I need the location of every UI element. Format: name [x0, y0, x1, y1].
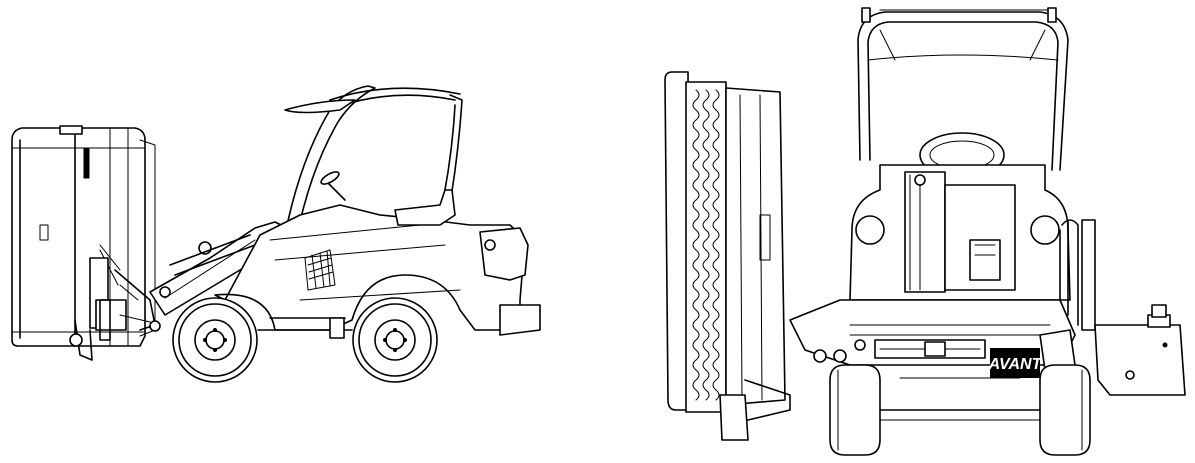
- front-boom-arm: AVANT: [789, 299, 1186, 396]
- brand-logo-text: AVANT: [988, 356, 1043, 373]
- rear-wheel: [352, 297, 438, 383]
- front-right-wheel: [1039, 364, 1091, 456]
- front-view-loader-with-flail-mower: AVANT: [664, 7, 1186, 456]
- rops-front: [857, 7, 1069, 178]
- brand-logo-plate: AVANT: [988, 348, 1043, 378]
- flail-mower-front: [664, 71, 791, 441]
- front-left-wheel: [829, 364, 881, 456]
- front-wheel: [172, 297, 258, 383]
- flail-chain: [692, 89, 720, 401]
- side-view-loader-with-flail-mower: [11, 85, 541, 383]
- loader-front-body: [849, 164, 1096, 331]
- flail-mower-side: [11, 125, 161, 361]
- engine-grille: [304, 249, 336, 291]
- loader-body: [214, 171, 541, 336]
